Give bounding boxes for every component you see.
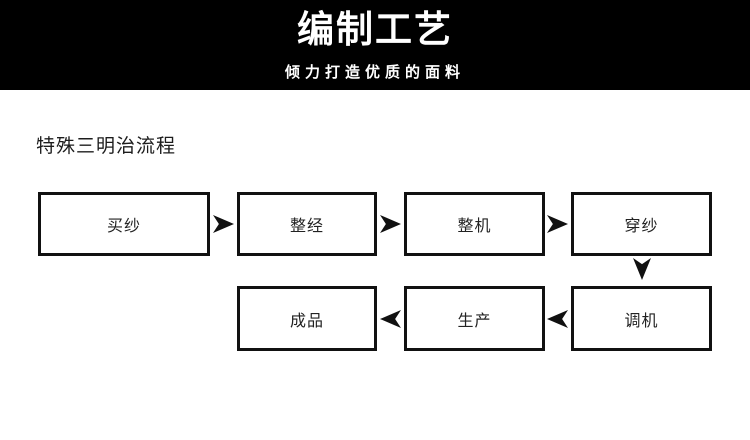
- arrow-right-icon: [380, 215, 401, 233]
- flow-step-threading: 穿纱: [571, 192, 712, 256]
- flow-step-warping: 整经: [237, 192, 377, 256]
- flow-step-production: 生产: [404, 286, 545, 351]
- page-title: 编制工艺: [297, 8, 453, 50]
- page-subtitle: 倾力打造优质的面料: [284, 64, 465, 82]
- arrow-right-icon: [547, 215, 568, 233]
- arrow-left-icon: [547, 310, 568, 328]
- arrow-down-icon: [633, 258, 651, 280]
- header-banner: 编制工艺 倾力打造优质的面料: [0, 0, 750, 90]
- flow-step-machine-tuning: 调机: [571, 286, 712, 351]
- flow-step-machine-setup: 整机: [404, 192, 545, 256]
- section-title: 特殊三明治流程: [36, 136, 177, 157]
- arrow-right-icon: [213, 215, 234, 233]
- flow-step-buy-yarn: 买纱: [38, 192, 210, 256]
- flow-step-finished-product: 成品: [237, 286, 377, 351]
- arrow-left-icon: [380, 310, 401, 328]
